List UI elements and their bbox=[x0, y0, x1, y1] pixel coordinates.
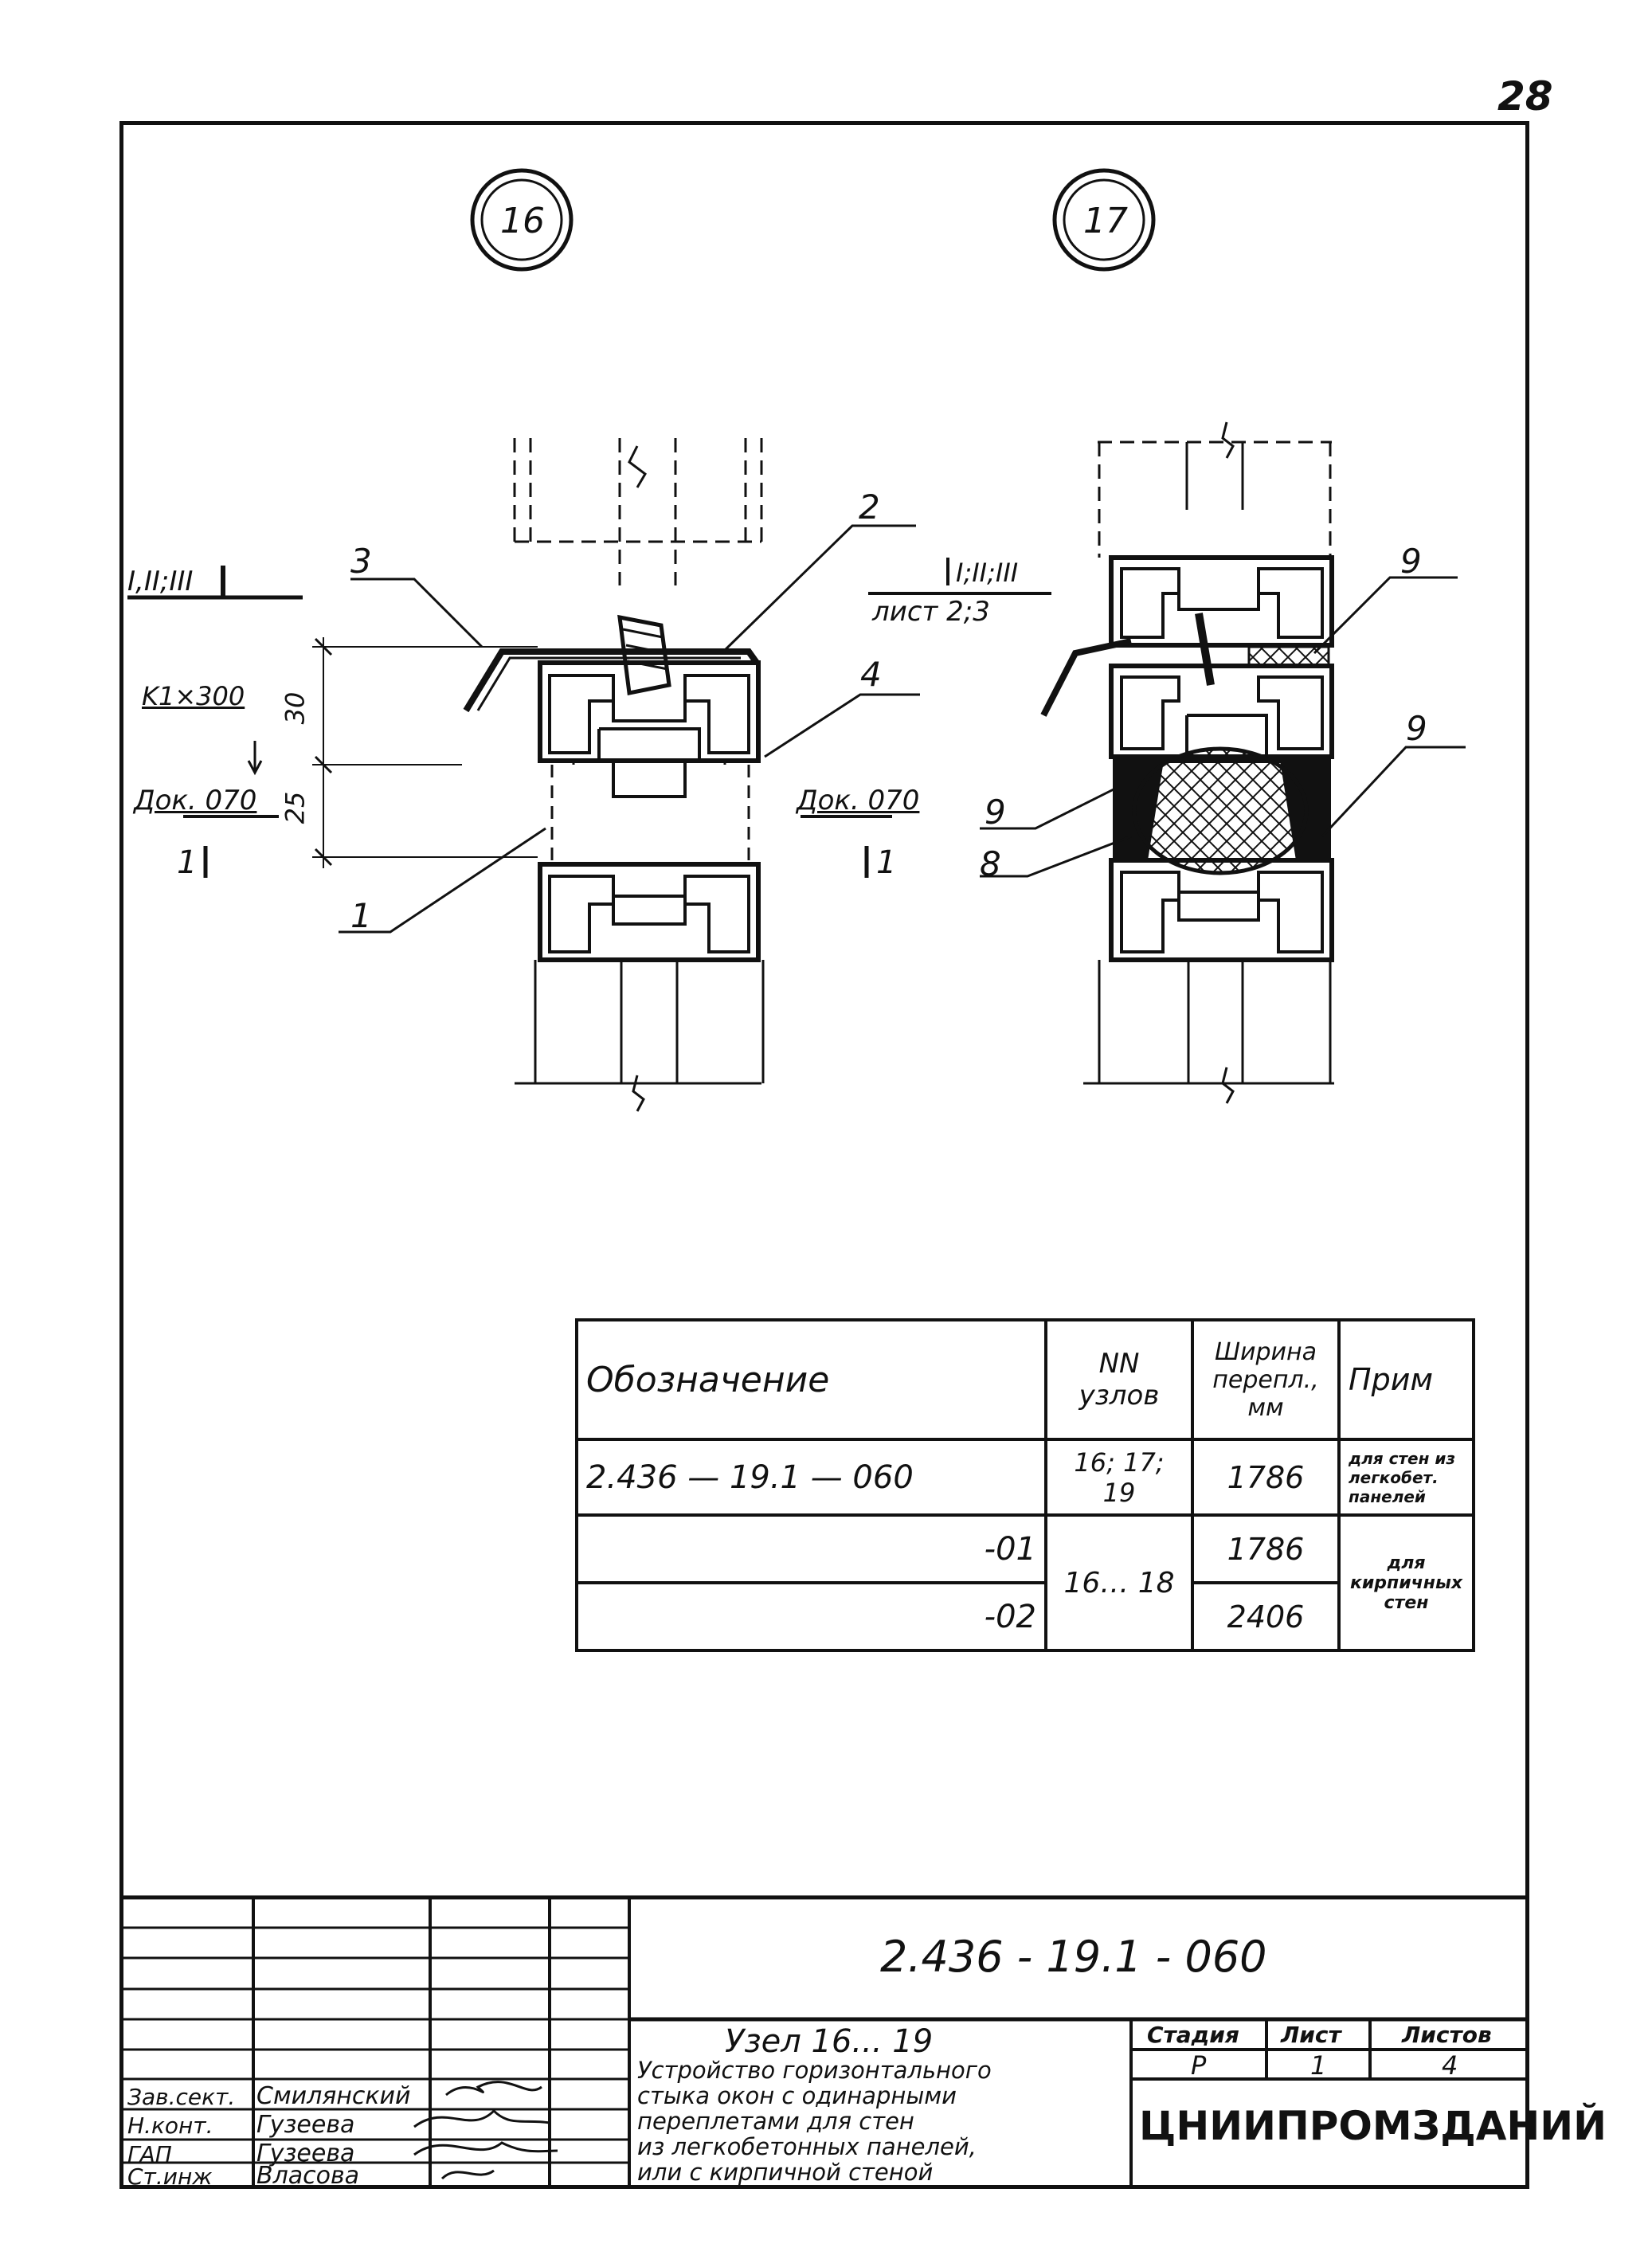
table-row: -01 16… 18 1786 для кирпичных стен bbox=[575, 1513, 1475, 1652]
node-16-marker bbox=[470, 168, 574, 272]
row2-nodes: 16… 18 bbox=[1044, 1513, 1194, 1652]
node-16-detail bbox=[127, 438, 920, 1112]
callout-2: 2 bbox=[859, 487, 880, 527]
row1-designation: 2.436 — 19.1 — 060 bbox=[575, 1438, 1047, 1517]
specification-table: Обозначение NN узлов Ширина перепл., мм … bbox=[575, 1318, 1475, 1652]
row2-designation: -01 bbox=[575, 1513, 1047, 1584]
stage-value: Р bbox=[1191, 2050, 1207, 2081]
section-mark-right: I;II;III bbox=[956, 558, 1019, 588]
title-line-2: стыка окон с одинарными bbox=[637, 2082, 957, 2109]
title-line-5: или с кирпичной стеной bbox=[637, 2159, 934, 2186]
row3-designation: -02 bbox=[575, 1581, 1047, 1652]
drawing-frame bbox=[119, 121, 1529, 2189]
sheets-value: 4 bbox=[1442, 2050, 1458, 2081]
name-norm-control: Гузеева bbox=[256, 2111, 355, 2139]
organization-name: ЦНИИПРОМЗДАНИЙ bbox=[1139, 2103, 1607, 2149]
section-number-left: 1 bbox=[177, 844, 198, 881]
callout-9-right: 9 bbox=[1406, 709, 1427, 748]
node-17-label: 17 bbox=[1083, 201, 1128, 241]
callout-9-top: 9 bbox=[1400, 542, 1422, 581]
row2-note: для кирпичных стен bbox=[1337, 1513, 1475, 1652]
dok-label-right: Док. 070 bbox=[797, 785, 920, 816]
title-node-range: Узел 16... 19 bbox=[725, 2023, 934, 2060]
title-block-grid bbox=[123, 1895, 1525, 2187]
sheet-header: Лист bbox=[1281, 2022, 1341, 2048]
sheet-number: 28 bbox=[1497, 73, 1553, 119]
row2-width: 1786 bbox=[1191, 1513, 1341, 1584]
header-note: Прим bbox=[1337, 1318, 1475, 1441]
table-row: 2.436 — 19.1 — 060 16; 17; 19 1786 для с… bbox=[575, 1438, 1475, 1517]
node-17-detail bbox=[868, 421, 1466, 1104]
node-17-marker bbox=[1052, 168, 1156, 272]
role-head-of-sector: Зав.сект. bbox=[127, 2084, 236, 2110]
sheet-reference: лист 2;3 bbox=[872, 596, 990, 628]
title-line-4: из легкобетонных панелей, bbox=[637, 2133, 977, 2160]
header-nodes: NN узлов bbox=[1044, 1318, 1194, 1441]
sheets-header: Листов bbox=[1402, 2022, 1492, 2048]
section-mark-left: I,II;III bbox=[127, 566, 194, 597]
header-width: Ширина перепл., мм bbox=[1191, 1318, 1341, 1441]
document-code: 2.436 - 19.1 - 060 bbox=[880, 1932, 1267, 1982]
sheet-value: 1 bbox=[1310, 2050, 1327, 2081]
name-head-of-sector: Смилянский bbox=[256, 2082, 411, 2110]
title-line-1: Устройство горизонтального bbox=[637, 2057, 992, 2084]
callout-3: 3 bbox=[350, 542, 372, 581]
role-senior-engineer: Ст.инж bbox=[127, 2163, 213, 2190]
table-row: -02 2406 bbox=[575, 1581, 1474, 1652]
role-chief-engineer: ГАП bbox=[127, 2141, 172, 2167]
name-senior-engineer: Власова bbox=[256, 2162, 360, 2190]
section-number-right: 1 bbox=[876, 844, 897, 881]
callout-8: 8 bbox=[980, 844, 1001, 883]
callout-1: 1 bbox=[350, 896, 372, 935]
callout-9-left: 9 bbox=[985, 793, 1006, 832]
row1-width: 1786 bbox=[1191, 1438, 1341, 1517]
role-norm-control: Н.конт. bbox=[127, 2112, 213, 2139]
name-chief-engineer: Гузеева bbox=[256, 2140, 355, 2167]
row1-note: для стен из легкобет. панелей bbox=[1337, 1438, 1475, 1517]
title-line-3: переплетами для стен bbox=[637, 2108, 914, 2135]
callout-4: 4 bbox=[860, 655, 882, 694]
node-16-label: 16 bbox=[500, 201, 545, 241]
dok-label-left: Док. 070 bbox=[134, 785, 257, 816]
row3-width: 2406 bbox=[1191, 1581, 1341, 1652]
k-dimension-label: K1×300 bbox=[142, 681, 245, 711]
header-designation: Обозначение bbox=[575, 1318, 1047, 1441]
row1-nodes: 16; 17; 19 bbox=[1044, 1438, 1194, 1517]
stage-header: Стадия bbox=[1147, 2022, 1239, 2048]
